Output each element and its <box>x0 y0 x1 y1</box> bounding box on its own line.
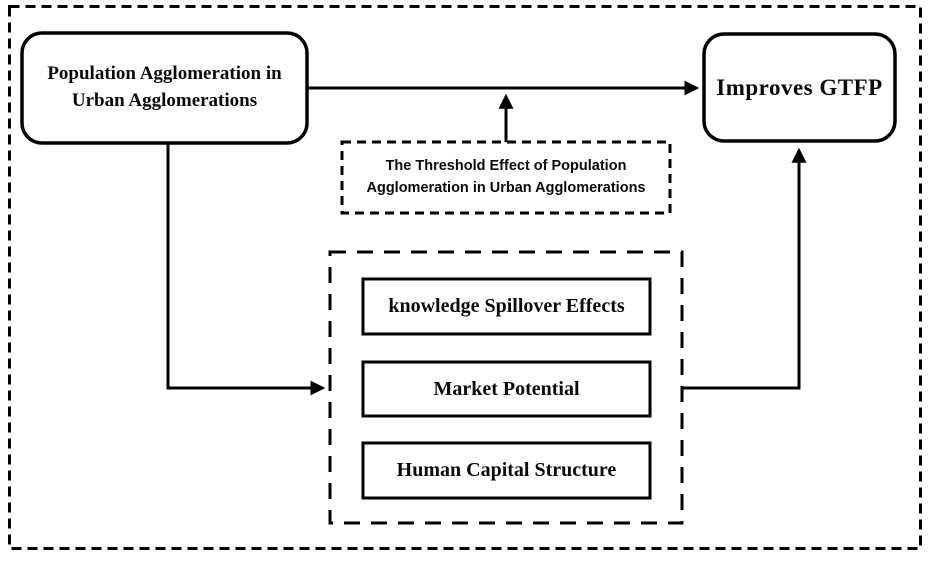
gtfp-box-outline <box>702 32 897 143</box>
arrow-mediators-to-gtfp <box>682 147 807 390</box>
market-potential-box-outline <box>361 360 652 418</box>
knowledge-spillover-box-outline <box>361 277 652 336</box>
arrow-population-to-mediators <box>166 143 326 396</box>
threshold-box-outline <box>340 140 672 215</box>
human-capital-box-outline <box>361 441 652 500</box>
mediator-box-human-capital-structure: Human Capital Structure <box>396 459 617 481</box>
population-agglomeration-box: Population Agglomeration in Urban Agglom… <box>47 63 282 111</box>
improves-gtfp-box: Improves GTFP <box>716 74 883 100</box>
threshold-effect-box: The Threshold Effect of Population Agglo… <box>366 157 646 196</box>
mediator-box-market-potential: Market Potential <box>433 377 580 400</box>
outer-dashed-frame <box>8 5 922 550</box>
mediator-box-knowledge-spillover: knowledge Spillover Effects <box>388 295 625 317</box>
